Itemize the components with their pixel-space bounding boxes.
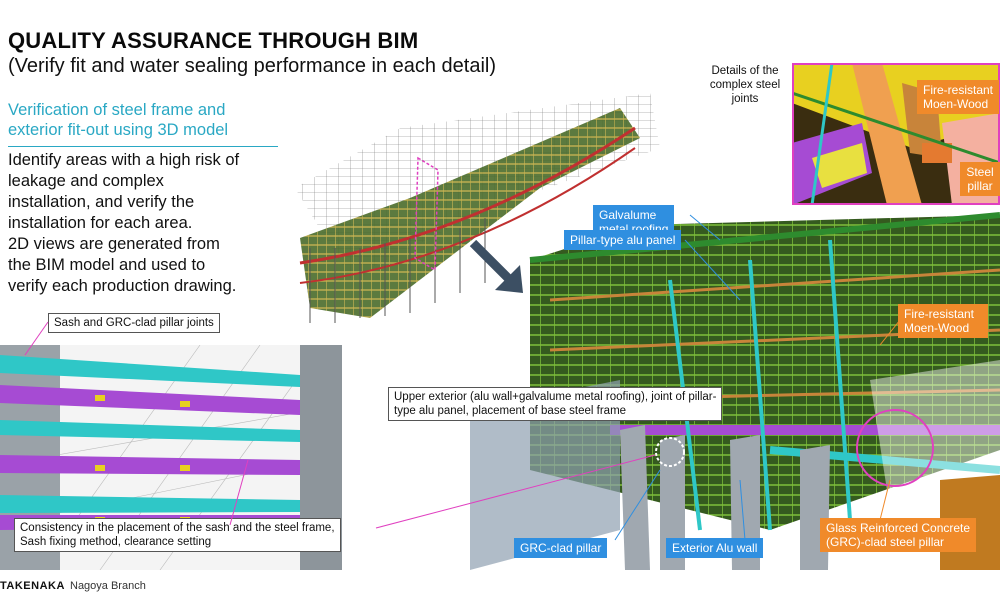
red-beam bbox=[299, 126, 636, 265]
section-divider bbox=[8, 146, 278, 147]
body-line: installation, and verify the bbox=[8, 193, 195, 211]
consistency-callout: Consistency in the placement of the sash… bbox=[14, 518, 341, 552]
section-heading-line: Verification of steel frame and bbox=[8, 101, 226, 119]
main-bim-model bbox=[470, 212, 1000, 570]
tag-line: Moen-Wood bbox=[923, 97, 989, 111]
body-line: installation for each area. bbox=[8, 214, 193, 232]
callout-line: Consistency in the placement of the sash… bbox=[20, 522, 335, 534]
details-line: complex steel bbox=[709, 79, 781, 91]
tag-line: Galvalume bbox=[599, 208, 657, 222]
glass-reinforced-tag: Glass Reinforced Concrete (GRC)-clad ste… bbox=[820, 518, 977, 552]
page-title: QUALITY ASSURANCE THROUGH BIM bbox=[8, 28, 419, 53]
callout-line: Upper exterior (alu wall+galvalume metal… bbox=[394, 391, 717, 403]
branch-name: Nagoya Branch bbox=[70, 580, 146, 592]
tag-line: (GRC)-clad steel pillar bbox=[826, 535, 945, 549]
grc-pillar-tag: GRC-clad pillar bbox=[514, 538, 608, 558]
details-line: joints bbox=[731, 93, 759, 105]
callout-line: Sash fixing method, clearance setting bbox=[20, 536, 212, 548]
tag-line: Glass Reinforced Concrete bbox=[826, 521, 971, 535]
arrow-icon bbox=[469, 239, 523, 293]
callout-line: type alu panel, placement of base steel … bbox=[394, 405, 627, 417]
section-heading-line: exterior fit-out using 3D model bbox=[8, 121, 229, 139]
tag-line: Fire-resistant bbox=[904, 307, 975, 321]
sash-joints-callout: Sash and GRC-clad pillar joints bbox=[48, 313, 220, 333]
body-line: leakage and complex bbox=[8, 172, 164, 190]
pillar-panel-tag: Pillar-type alu panel bbox=[564, 230, 682, 250]
tag-line: Steel bbox=[966, 165, 994, 179]
tag-line: Fire-resistant bbox=[923, 83, 994, 97]
body-line: 2D views are generated from bbox=[8, 235, 220, 253]
fire-resistant-tag-right: Fire-resistant Moen-Wood bbox=[898, 304, 988, 338]
details-label: Details of the complex steel joints bbox=[705, 64, 785, 106]
upper-exterior-callout: Upper exterior (alu wall+galvalume metal… bbox=[388, 387, 723, 421]
brand-logo: TAKENAKA bbox=[0, 580, 65, 592]
section-heading: Verification of steel frame and exterior… bbox=[8, 100, 278, 140]
tag-line: pillar bbox=[967, 179, 993, 193]
details-line: Details of the bbox=[711, 65, 779, 77]
body-line: the BIM model and used to bbox=[8, 256, 206, 274]
page-subtitle: (Verify fit and water sealing performanc… bbox=[8, 55, 497, 77]
body-text: Identify areas with a high risk of leaka… bbox=[8, 150, 278, 297]
red-beam bbox=[299, 147, 636, 284]
steel-pillar-tag: Steel pillar bbox=[960, 162, 1000, 196]
fire-resistant-tag-top: Fire-resistant Moen-Wood bbox=[917, 80, 999, 114]
highlight-zone bbox=[414, 156, 439, 272]
body-line: Identify areas with a high risk of bbox=[8, 151, 240, 169]
tag-line: Moen-Wood bbox=[904, 321, 970, 335]
overview-bim-model bbox=[295, 93, 660, 323]
body-line: verify each production drawing. bbox=[8, 277, 237, 295]
exterior-alu-tag: Exterior Alu wall bbox=[666, 538, 764, 558]
